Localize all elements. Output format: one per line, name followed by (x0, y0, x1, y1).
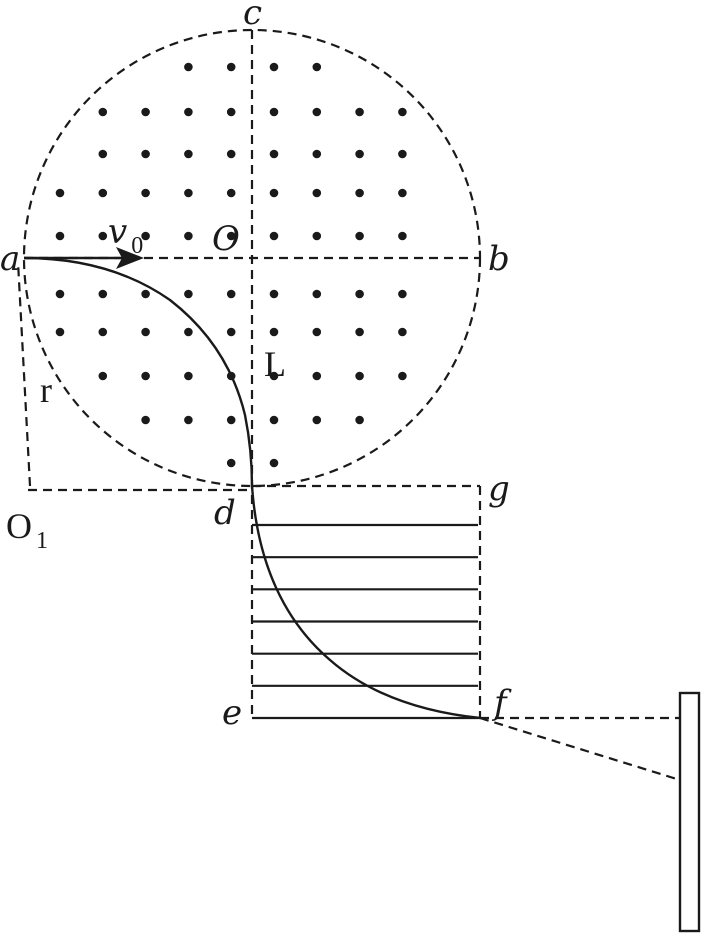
field-dot (226, 107, 236, 117)
field-dot (55, 231, 65, 241)
label-r: r (40, 370, 52, 410)
field-dot (98, 149, 108, 159)
field-dot (312, 107, 322, 117)
electric-field-lines (252, 523, 478, 720)
field-dot (269, 149, 279, 159)
field-dot (355, 231, 364, 241)
field-dot (398, 231, 407, 241)
field-dot (184, 415, 193, 425)
field-dot (141, 289, 150, 299)
field-dot (269, 188, 279, 198)
field-dot (269, 458, 279, 468)
field-dot (355, 107, 364, 117)
field-dot (141, 188, 150, 198)
field-dot (141, 231, 150, 241)
field-dot (269, 107, 279, 117)
field-dot (269, 62, 279, 72)
label-L: L (264, 344, 286, 384)
field-dot (184, 62, 193, 72)
field-dot (184, 327, 193, 337)
trajectory-arc-magnetic (23, 256, 254, 487)
label-O: O (212, 219, 240, 259)
field-dot (269, 327, 279, 337)
line-f-screen-slanted (479, 716, 681, 782)
field-dot (226, 188, 236, 198)
field-dot (398, 149, 407, 159)
label-O1-sub: 1 (36, 528, 48, 554)
field-dot (355, 371, 364, 381)
field-dot (98, 327, 108, 337)
field-dot (355, 149, 364, 159)
field-dot (226, 149, 236, 159)
field-dot (98, 107, 108, 117)
field-dot (269, 289, 279, 299)
field-dot (312, 149, 322, 159)
label-v: v (108, 212, 127, 252)
label-O1: O 1 (6, 506, 48, 554)
label-v0: v 0 (108, 212, 143, 259)
radius-line-o1-a (16, 261, 32, 487)
field-dot (269, 231, 279, 241)
field-dot (312, 371, 322, 381)
label-a: a (0, 239, 20, 279)
field-dot (398, 188, 407, 198)
field-dot (355, 188, 364, 198)
label-f: f (491, 683, 512, 723)
field-dot (312, 62, 322, 72)
field-dot (355, 289, 364, 299)
field-dot (398, 371, 407, 381)
field-dot (398, 327, 407, 337)
label-g: g (488, 469, 510, 509)
label-d: d (214, 493, 236, 533)
field-dot (141, 327, 150, 337)
field-dot (98, 188, 108, 198)
field-dot (226, 327, 236, 337)
field-dot (312, 231, 322, 241)
field-dot (226, 458, 236, 468)
field-dot (226, 62, 236, 72)
label-O1-main: O (6, 506, 32, 546)
screen (678, 691, 701, 933)
field-dot (269, 371, 279, 381)
label-e: e (222, 693, 242, 733)
field-dot (226, 415, 236, 425)
field-dot (141, 107, 150, 117)
field-dot (55, 188, 65, 198)
field-dot (141, 149, 150, 159)
field-dot (355, 327, 364, 337)
field-dot (269, 415, 279, 425)
field-dot (98, 231, 108, 241)
field-dot (355, 415, 364, 425)
field-dot (184, 107, 193, 117)
field-dot (312, 415, 322, 425)
label-v-sub: 0 (131, 233, 143, 259)
field-dot (184, 289, 193, 299)
label-c: c (243, 0, 262, 33)
field-dot (98, 289, 108, 299)
field-dot (98, 371, 108, 381)
label-b: b (488, 239, 510, 279)
field-dot (312, 188, 322, 198)
field-dot (184, 231, 193, 241)
trajectory-parabola-electric (250, 485, 481, 720)
field-dot (184, 149, 193, 159)
field-dot (141, 415, 150, 425)
field-dot (398, 289, 407, 299)
magnetic-field-dots (55, 62, 407, 468)
velocity-arrow-head (116, 247, 144, 269)
field-dot (226, 231, 236, 241)
field-dot (141, 371, 150, 381)
field-dot (55, 289, 65, 299)
field-dot (312, 327, 322, 337)
field-dot (398, 107, 407, 117)
field-dot (184, 188, 193, 198)
field-dot (55, 327, 65, 337)
field-dot (226, 289, 236, 299)
field-dot (312, 289, 322, 299)
field-dot (184, 371, 193, 381)
